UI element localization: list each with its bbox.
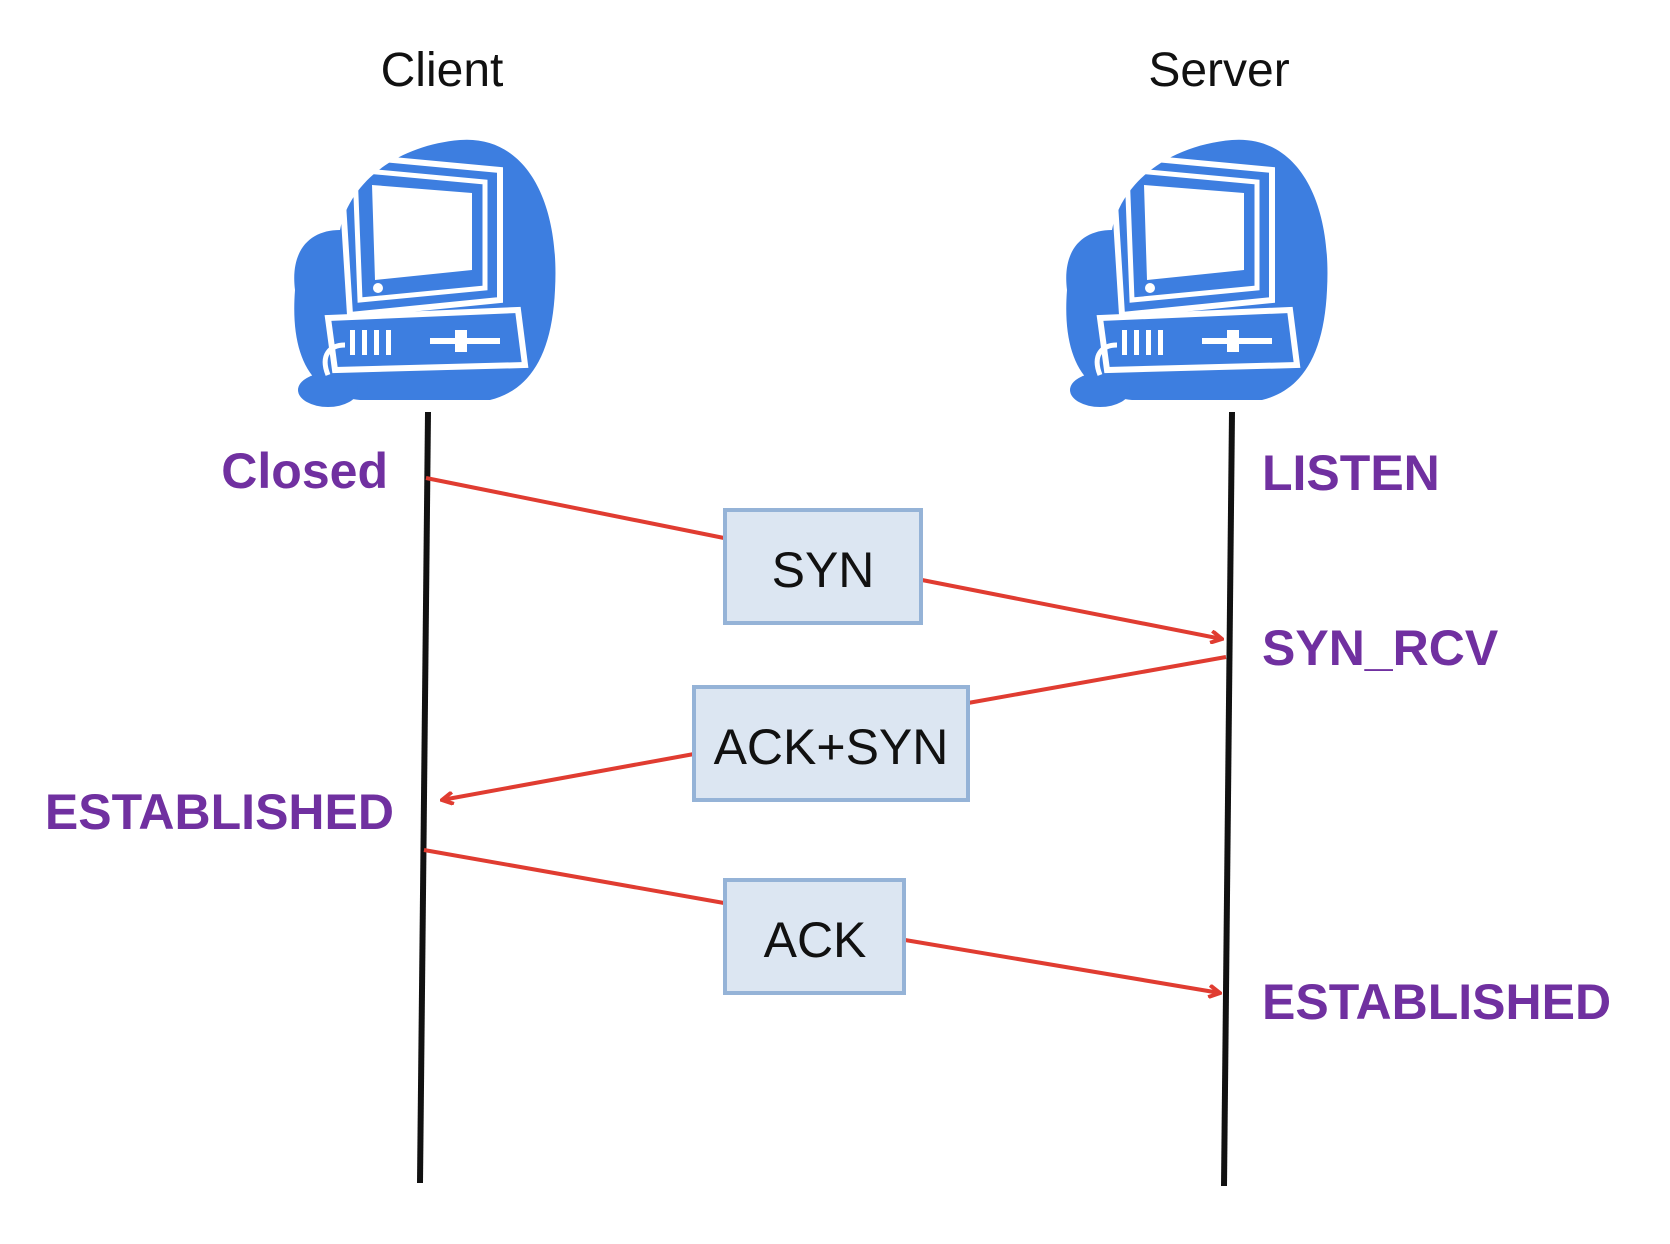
ack-syn-message-box <box>692 685 970 802</box>
server-computer-icon <box>1066 140 1327 407</box>
server-title: Server <box>1148 44 1289 97</box>
ack-arrow-line-b <box>904 938 1220 993</box>
ack-arrow-line-a <box>423 848 725 905</box>
syn-arrow-line-b <box>921 578 1222 639</box>
client-lifeline <box>417 411 431 1184</box>
ack-message-label: ACK <box>764 912 867 968</box>
syn-message-label: SYN <box>772 542 875 598</box>
server-state-established: ESTABLISHED <box>1262 974 1611 1030</box>
client-computer-icon <box>294 140 555 407</box>
server-state-listen: LISTEN <box>1262 445 1440 501</box>
ack-syn-arrow-line-a <box>967 655 1227 705</box>
client-title: Client <box>381 44 504 97</box>
client-state-closed: Closed <box>221 443 388 499</box>
server-lifeline <box>1221 411 1235 1187</box>
ack-syn-arrow-line-b <box>442 752 695 800</box>
syn-message-box <box>723 508 923 625</box>
ack-message-box <box>723 878 906 995</box>
client-state-established: ESTABLISHED <box>45 784 394 840</box>
server-state-syn-rcv: SYN_RCV <box>1262 620 1499 676</box>
syn-arrow-line-a <box>425 476 725 540</box>
ack-syn-message-label: ACK+SYN <box>714 719 949 775</box>
